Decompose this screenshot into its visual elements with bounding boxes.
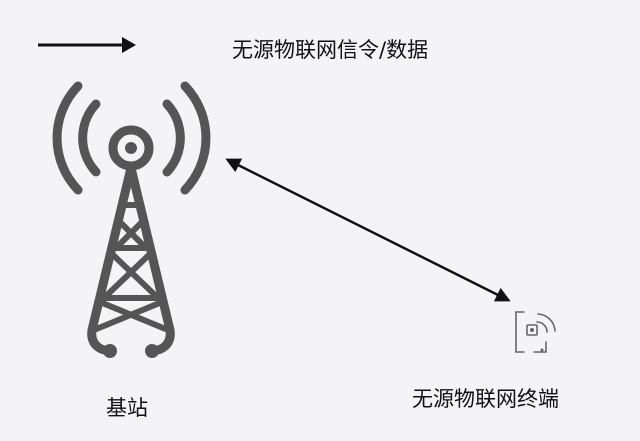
arrow-right-icon: [38, 37, 136, 53]
cell-tower-icon: [52, 81, 211, 358]
legend-label: 无源物联网信令/数据: [232, 38, 429, 62]
terminal-label: 无源物联网终端: [412, 387, 559, 411]
base-station-label: 基站: [106, 396, 148, 420]
double-headed-arrow-icon: [225, 158, 511, 302]
rfid-tag-icon: [515, 311, 556, 353]
